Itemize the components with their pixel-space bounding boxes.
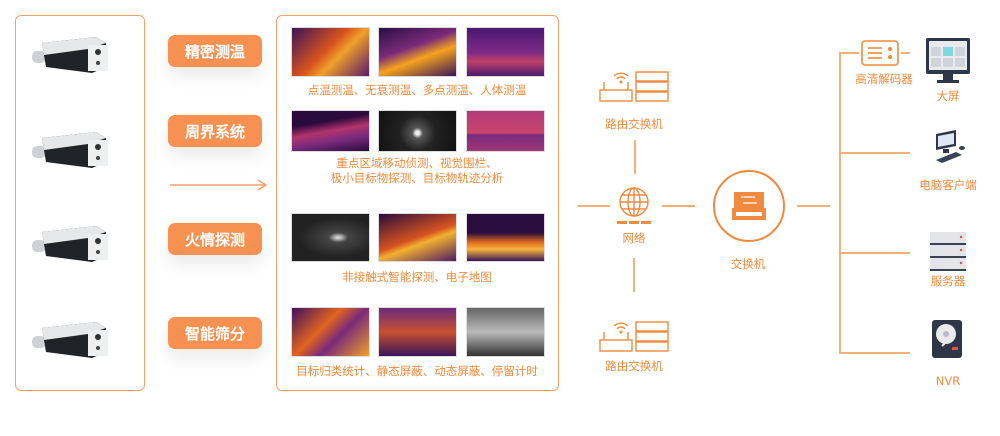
screen-label: 大屏 (936, 89, 960, 103)
switch-label: 交换机 (730, 257, 766, 271)
thermal-camera-icon (32, 37, 108, 73)
router-icon (599, 321, 669, 352)
caption-perimeter-2: 极小目标物探测、目标物轨迹分析 (330, 171, 504, 185)
thermal-camera-icon (32, 322, 108, 358)
thermal-camera-icon (32, 226, 108, 262)
router-bottom-label: 路由交换机 (605, 359, 663, 373)
feature-fire-detection[interactable]: 火情探测 (168, 223, 262, 255)
thermal-sample-image (291, 110, 370, 152)
router-top-label: 路由交换机 (605, 117, 663, 131)
thermal-sample-image (466, 27, 545, 77)
nvr-label: NVR (935, 374, 961, 388)
feature-perimeter[interactable]: 周界系统 (168, 115, 262, 147)
thermal-sample-image (291, 213, 370, 262)
caption-perimeter-1: 重点区域移动侦测、视觉围栏、 (336, 156, 498, 170)
thermal-sample-image (291, 27, 370, 77)
switch-icon (713, 170, 785, 242)
thermal-sample-image (378, 27, 457, 77)
decoder-label: 高清解码器 (855, 72, 913, 86)
thermal-sample-image (466, 110, 545, 152)
thermal-sample-image (378, 110, 457, 152)
nvr-hdd-icon (932, 320, 962, 358)
thermal-sample-image (291, 307, 370, 357)
monitor-icon (926, 38, 970, 83)
thermal-sample-image (466, 213, 545, 262)
thermal-camera-icon (32, 132, 108, 168)
feature-smart-filter[interactable]: 智能筛分 (168, 317, 262, 349)
computer-icon (936, 130, 965, 163)
caption-filter: 目标归类统计、静态屏蔽、动态屏蔽、停留计时 (296, 364, 538, 378)
router-icon (599, 71, 669, 102)
feature-precise-temp[interactable]: 精密测温 (168, 35, 262, 67)
server-label: 服务器 (930, 274, 966, 288)
thermal-sample-image (466, 307, 545, 357)
server-icon (930, 232, 966, 271)
pc-label: 电脑客户端 (919, 178, 977, 192)
thermal-sample-image (378, 213, 457, 262)
caption-fire: 非接触式智能探测、电子地图 (342, 270, 492, 284)
globe-network-icon (617, 187, 651, 224)
thermal-sample-image (378, 307, 457, 357)
decoder-icon (861, 40, 899, 66)
caption-precise-temp: 点温测温、无衰测温、多点测温、人体测温 (307, 83, 527, 97)
arrow-right-icon (170, 179, 268, 191)
network-label: 网络 (622, 231, 646, 245)
